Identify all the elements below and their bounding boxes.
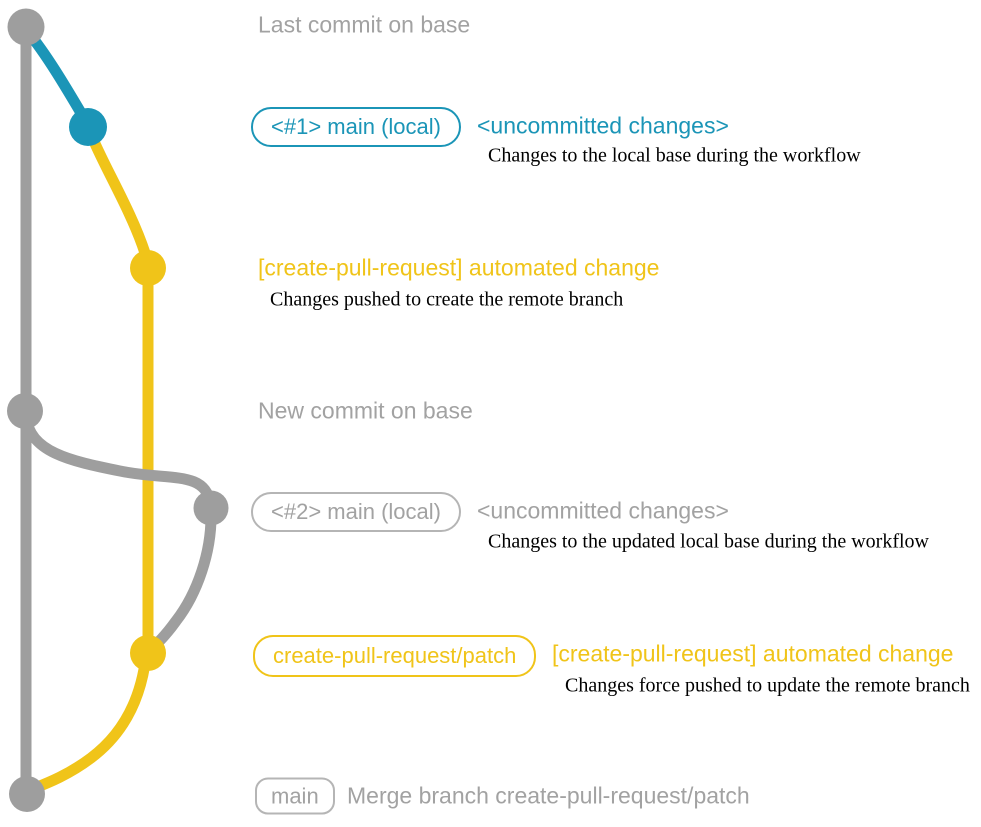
commit-node-new-base [7, 393, 43, 429]
commit-node-merge [9, 776, 45, 812]
patch-merge-line [24, 650, 152, 796]
commit-node-last-base [7, 8, 45, 46]
base-merge-into-patch-line [144, 506, 217, 656]
uncommitted-changes-1-caption: Changes to the local base during the wor… [488, 144, 861, 167]
commit-node-patch-2 [130, 635, 166, 671]
base-update-branch-line [20, 410, 216, 509]
commit-node-uncommitted-2 [193, 490, 229, 526]
commit-node-patch-1 [130, 250, 166, 286]
patch-branch-line [84, 126, 154, 657]
commit-node-uncommitted-1 [69, 108, 107, 146]
uncommitted-changes-2-caption: Changes to the updated local base during… [488, 530, 929, 553]
automated-change-1-title: [create-pull-request] automated change [258, 254, 660, 281]
new-commit-label: New commit on base [258, 397, 473, 424]
merge-branch-title: Merge branch create-pull-request/patch [347, 782, 750, 809]
main-badge: main [255, 777, 335, 815]
uncommitted-branch-line [22, 26, 90, 124]
main-local-1-badge: <#1> main (local) [251, 107, 461, 147]
uncommitted-changes-2-title: <uncommitted changes> [477, 497, 729, 524]
main-local-2-badge: <#2> main (local) [251, 492, 461, 532]
last-commit-label: Last commit on base [258, 11, 471, 38]
uncommitted-changes-1-title: <uncommitted changes> [477, 112, 729, 139]
patch-branch-badge: create-pull-request/patch [253, 635, 537, 677]
automated-change-1-caption: Changes pushed to create the remote bran… [270, 288, 624, 311]
automated-change-2-title: [create-pull-request] automated change [552, 640, 954, 667]
automated-change-2-caption: Changes force pushed to update the remot… [565, 674, 970, 697]
